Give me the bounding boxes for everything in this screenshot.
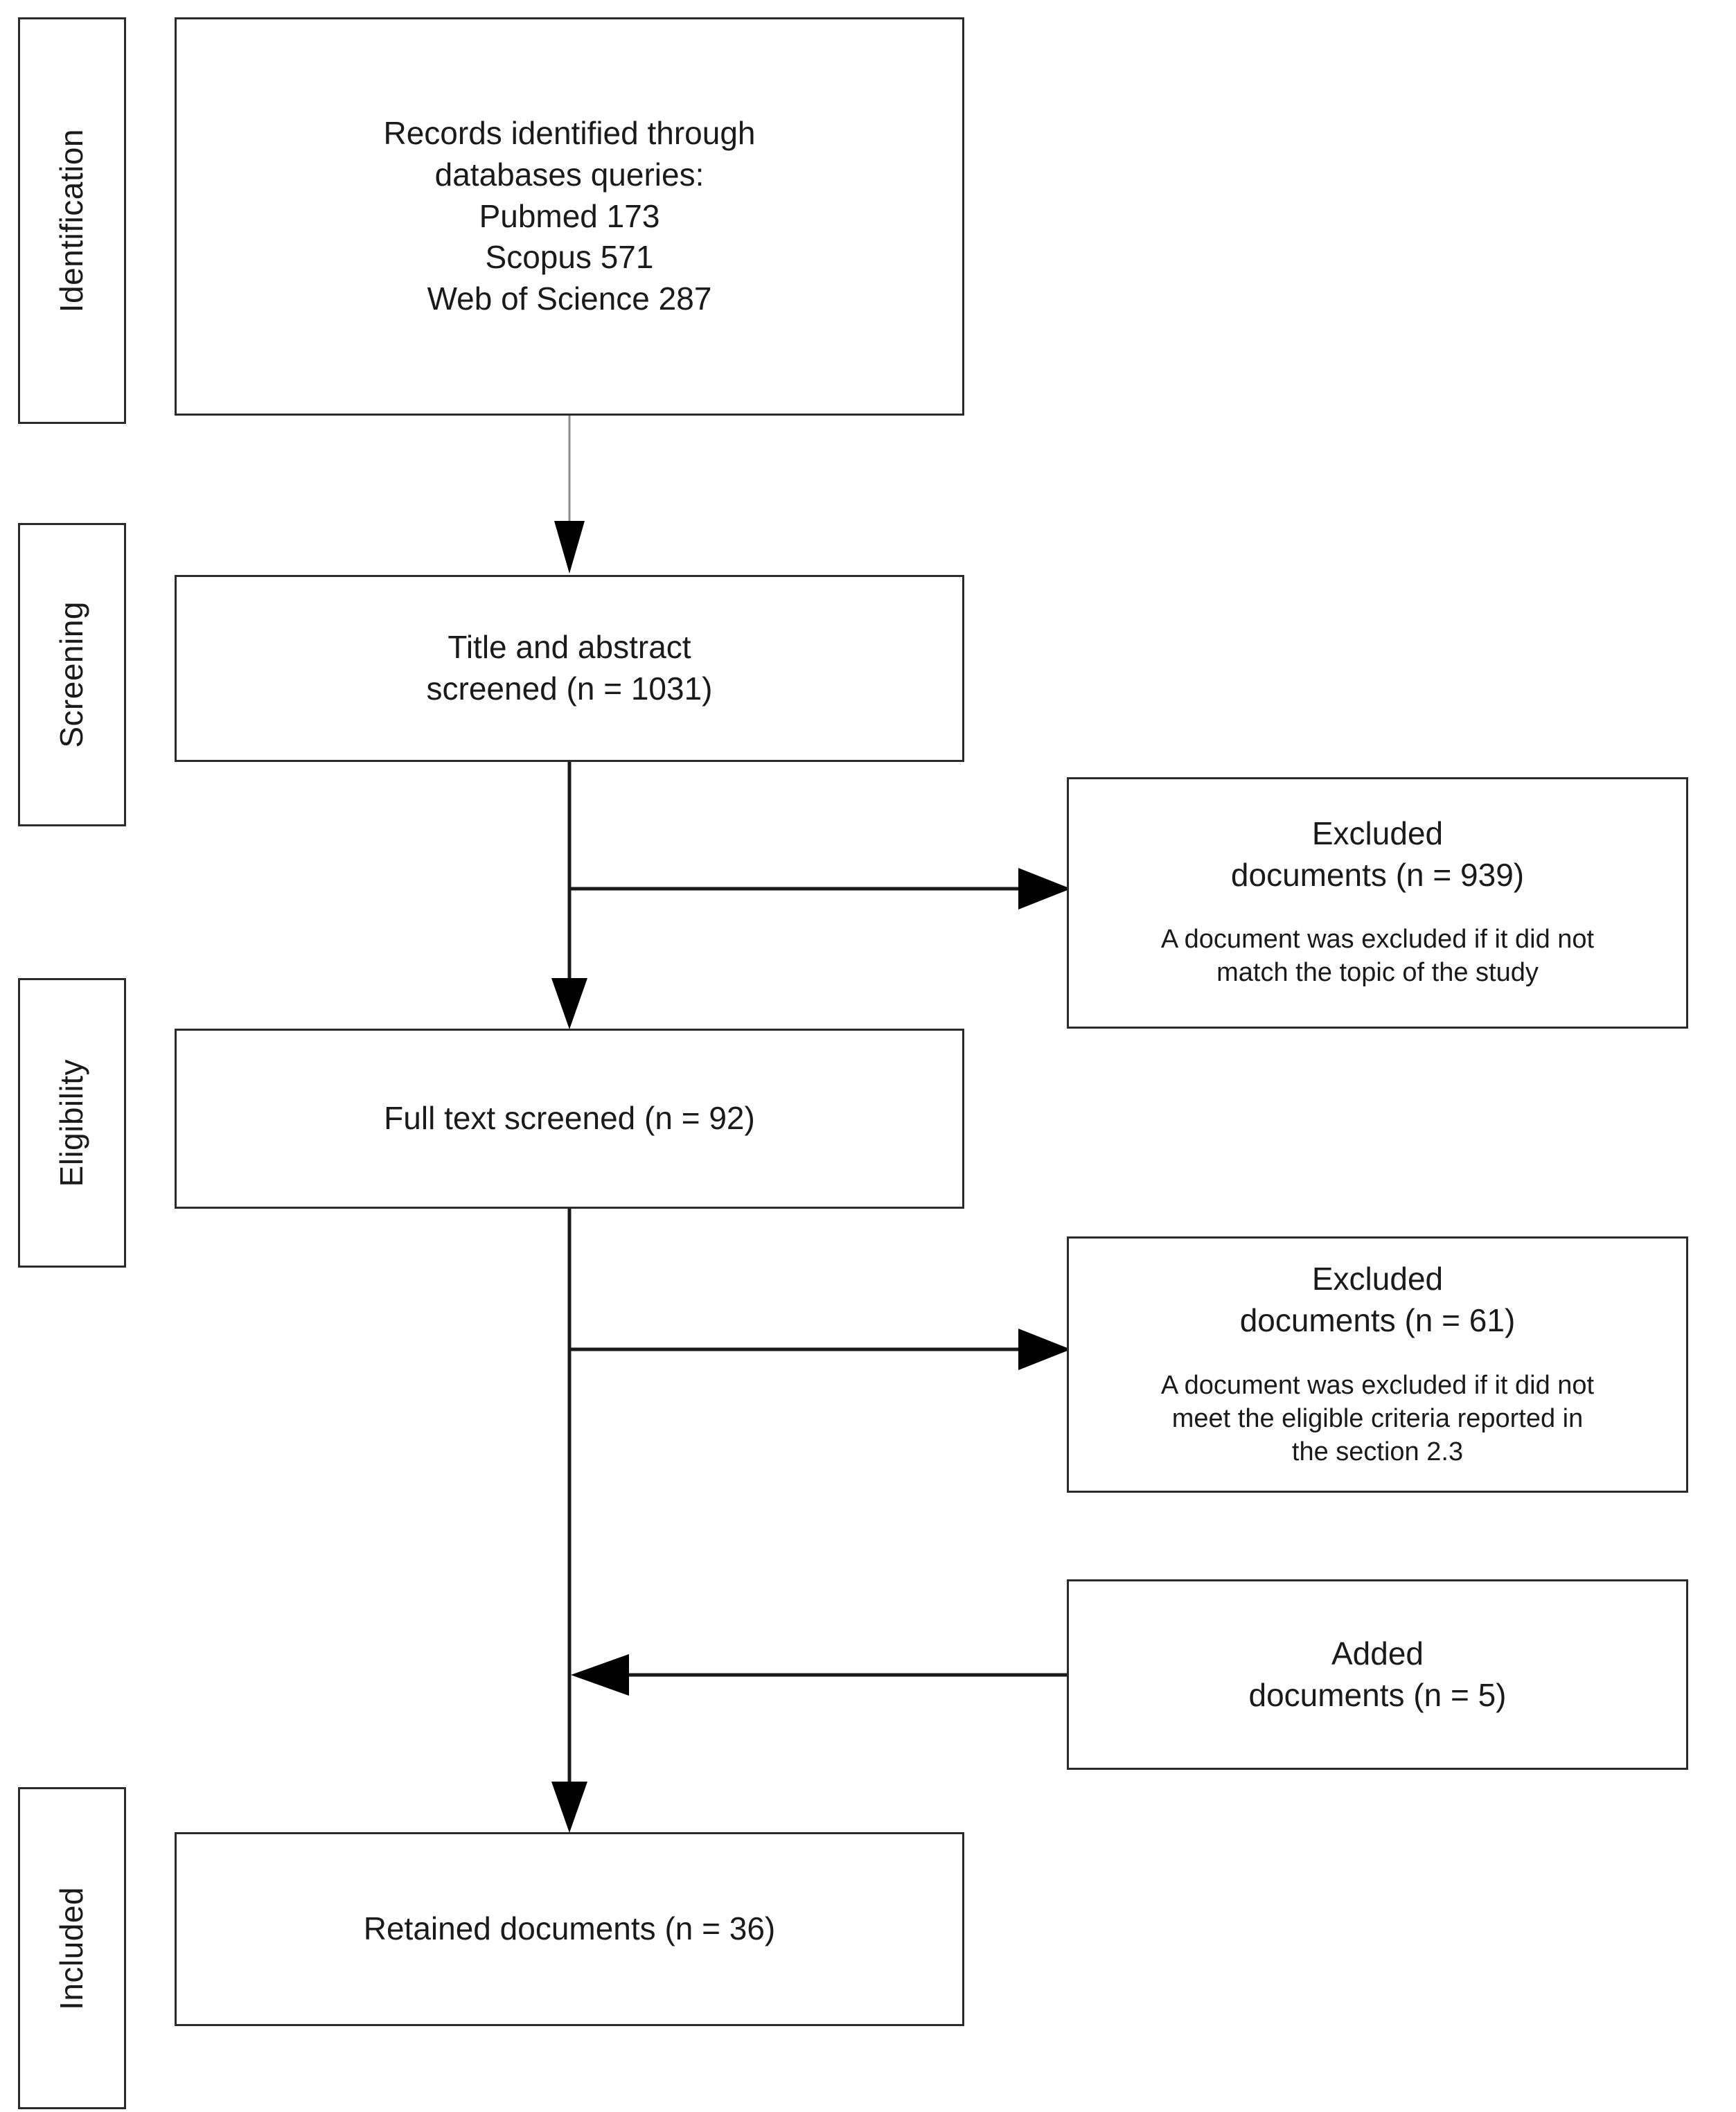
node-excluded-documents-939: Excluded documents (n = 939) A document …	[1067, 777, 1688, 1029]
stage-label-identification: Identification	[53, 128, 90, 313]
edge-added-to-included	[571, 1654, 1067, 1696]
edge-eligibility-to-included	[551, 1209, 587, 1833]
stage-box-identification: Identification	[18, 17, 126, 424]
node-title-abstract-screened-text: Title and abstract screened (n = 1031)	[426, 629, 713, 707]
edge-screening-to-eligibility	[551, 762, 587, 1029]
stage-box-screening: Screening	[18, 523, 126, 826]
stage-label-eligibility: Eligibility	[53, 1058, 90, 1187]
node-full-text-screened-text: Full text screened (n = 92)	[384, 1100, 755, 1137]
edge-screening-to-excluded-939	[569, 868, 1071, 909]
node-added-documents-text: Added documents (n = 5)	[1248, 1635, 1507, 1713]
node-excluded-documents-61: Excluded documents (n = 61) A document w…	[1067, 1236, 1688, 1493]
edge-eligibility-to-excluded-61	[569, 1329, 1071, 1370]
node-title-abstract-screened: Title and abstract screened (n = 1031)	[175, 575, 964, 762]
node-added-documents: Added documents (n = 5)	[1067, 1579, 1688, 1770]
node-full-text-screened: Full text screened (n = 92)	[175, 1029, 964, 1209]
node-retained-documents-text: Retained documents (n = 36)	[363, 1910, 776, 1947]
node-excluded-61-heading: Excluded documents (n = 61)	[1239, 1261, 1516, 1339]
stage-box-included: Included	[18, 1787, 126, 2109]
stage-label-screening: Screening	[53, 601, 90, 748]
stage-label-included: Included	[53, 1886, 90, 2010]
node-retained-documents: Retained documents (n = 36)	[175, 1832, 964, 2026]
edge-records-to-screening	[554, 416, 585, 574]
node-excluded-61-reason: A document was excluded if it did not me…	[1160, 1370, 1595, 1466]
node-excluded-939-heading: Excluded documents (n = 939)	[1230, 815, 1525, 893]
node-records-identified: Records identified through databases que…	[175, 17, 964, 416]
node-excluded-939-reason: A document was excluded if it did not ma…	[1160, 925, 1595, 988]
node-records-identified-text: Records identified through databases que…	[383, 115, 756, 317]
stage-box-eligibility: Eligibility	[18, 978, 126, 1268]
